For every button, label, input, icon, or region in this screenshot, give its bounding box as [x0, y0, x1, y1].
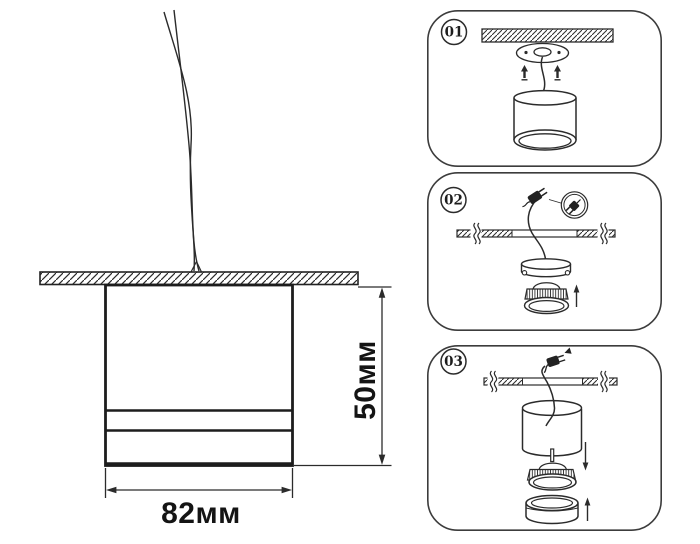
break-mark — [493, 370, 498, 393]
power-wire — [540, 56, 546, 92]
step-panel-1: 01 — [427, 10, 662, 167]
height-dimension: 50мм — [294, 286, 392, 467]
step-panel-3: 03 — [427, 345, 662, 531]
canopy-plate — [520, 258, 572, 278]
ceiling-hatch — [39, 271, 359, 286]
plug-connector-icon — [522, 187, 548, 208]
break-mark — [600, 222, 604, 245]
dimension-arrow-up — [378, 287, 386, 298]
ceiling-hatch-strip — [483, 370, 618, 393]
lamp-stem — [550, 448, 555, 463]
dimension-drawing: 50мм 82мм — [39, 9, 392, 530]
width-dimension: 82мм — [104, 468, 294, 530]
pendant-wires — [163, 9, 203, 273]
panel-frame — [427, 172, 662, 331]
screw-hole — [524, 50, 528, 55]
step-badge: 02 — [440, 186, 467, 214]
trim-ring — [525, 494, 579, 525]
break-mark — [604, 222, 608, 245]
ceiling-section — [39, 271, 359, 286]
down-arrow-icon — [582, 442, 589, 471]
canopy-screw — [521, 270, 528, 276]
up-arrow-icon — [573, 284, 580, 307]
mounting-plate — [515, 42, 570, 64]
break-mark — [600, 370, 604, 393]
screw-hole — [557, 50, 561, 55]
screw-icons — [521, 65, 561, 81]
plug-detail-magnifier — [560, 191, 589, 219]
ceiling-hatch — [481, 28, 614, 43]
step-number: 01 — [445, 25, 464, 41]
step-number: 03 — [444, 354, 463, 370]
magnifier-leader-line — [548, 199, 563, 204]
gx53-lamp — [526, 462, 577, 491]
step-number: 02 — [444, 193, 463, 209]
ceiling-hatch-strip — [456, 222, 616, 245]
up-arrow-icon — [584, 497, 591, 521]
step-badge: 01 — [440, 18, 468, 46]
fixture-body — [104, 283, 294, 467]
dimension-arrow-right — [281, 486, 292, 494]
step-badge: 03 — [440, 348, 467, 375]
power-wire — [527, 198, 547, 260]
canopy-screw — [564, 270, 571, 276]
dimension-arrow-down — [378, 454, 386, 465]
break-mark — [604, 370, 608, 393]
break-mark — [477, 222, 481, 245]
lamp-body — [513, 89, 577, 151]
width-dimension-label: 82мм — [161, 497, 241, 530]
plug-connector-icon — [543, 347, 572, 374]
break-mark — [473, 222, 477, 245]
gx53-lamp — [523, 282, 570, 315]
connector-tip — [564, 347, 572, 354]
height-dimension-label: 50мм — [349, 340, 382, 420]
lamp-shade — [521, 399, 583, 457]
step-panel-2: 02 — [427, 172, 662, 331]
power-wire — [541, 365, 556, 427]
power-plug-icon — [565, 199, 581, 215]
dimension-arrow-left — [106, 486, 117, 494]
break-mark — [489, 370, 494, 393]
screw-up-icon — [521, 65, 528, 81]
screw-up-icon — [554, 65, 561, 81]
